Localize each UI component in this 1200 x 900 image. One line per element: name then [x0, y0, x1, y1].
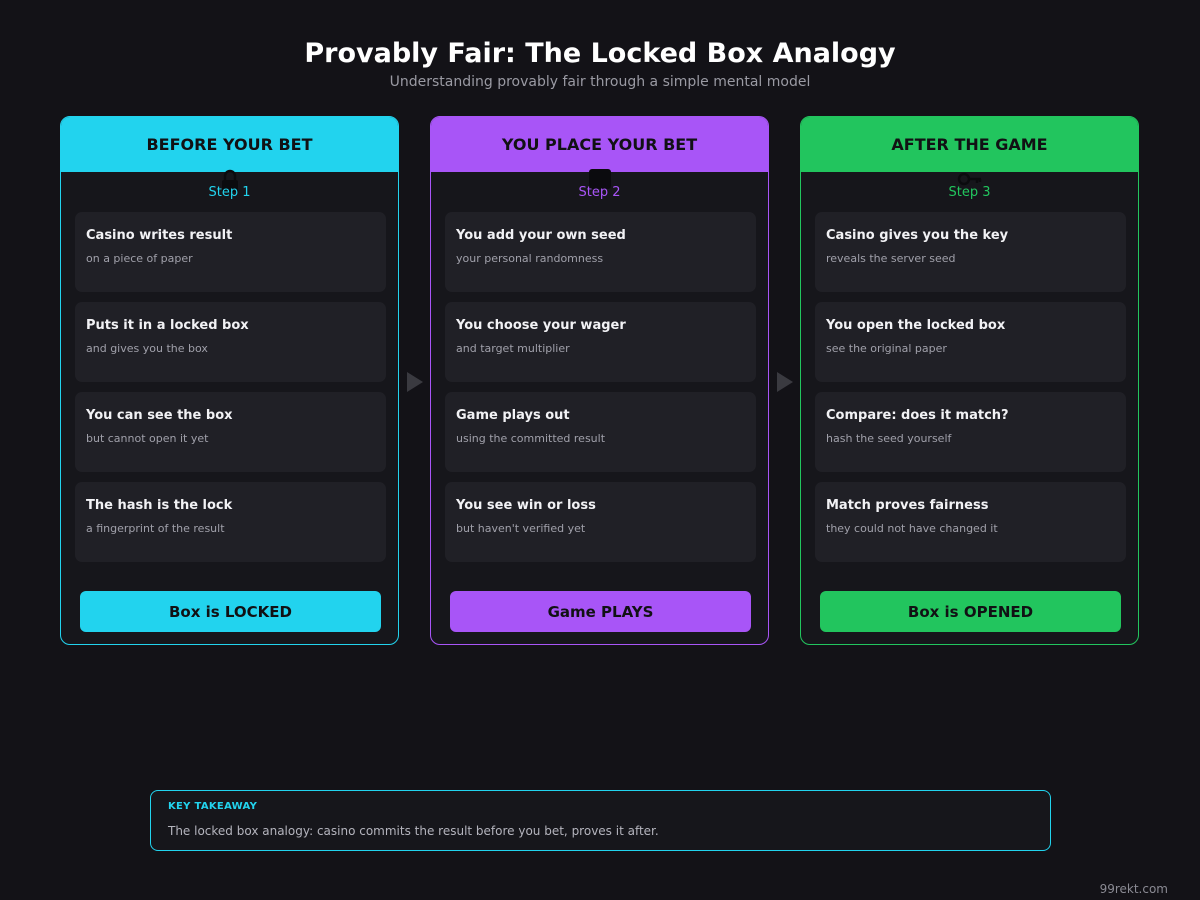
step-label: Step 1	[208, 185, 251, 200]
card-subtitle: but cannot open it yet	[86, 432, 209, 445]
list-item: Match proves fairness they could not hav…	[815, 482, 1126, 562]
box-opened-button[interactable]: Box is OPENED	[820, 591, 1121, 632]
card-subtitle: and gives you the box	[86, 342, 208, 355]
card-subtitle: your personal randomness	[456, 252, 604, 265]
card-title: Compare: does it match?	[826, 408, 1009, 423]
card-title: You can see the box	[86, 408, 233, 423]
panel-header: AFTER THE GAME	[801, 117, 1138, 172]
page-title: Provably Fair: The Locked Box Analogy	[304, 38, 896, 69]
arrow-right-icon	[777, 372, 793, 392]
list-item: You see win or loss but haven't verified…	[445, 482, 756, 562]
panel-place-bet: YOU PLACE YOUR BET Step 2 You add your o…	[430, 116, 769, 645]
arrow-right-icon	[407, 372, 423, 392]
game-plays-button[interactable]: Game PLAYS	[450, 591, 751, 632]
list-item: The hash is the lock a fingerprint of th…	[75, 482, 386, 562]
list-item: Game plays out using the committed resul…	[445, 392, 756, 472]
panel-header: BEFORE YOUR BET	[61, 117, 398, 172]
card-subtitle: reveals the server seed	[826, 252, 956, 265]
key-icon	[957, 169, 983, 193]
card-title: Puts it in a locked box	[86, 318, 249, 333]
card-title: Casino writes result	[86, 228, 233, 243]
list-item: Casino writes result on a piece of paper	[75, 212, 386, 292]
list-item: Compare: does it match? hash the seed yo…	[815, 392, 1126, 472]
die-icon	[588, 169, 612, 195]
panel-after-game: AFTER THE GAME Step 3 Casino gives you t…	[800, 116, 1139, 645]
list-item: You add your own seed your personal rand…	[445, 212, 756, 292]
card-title: Casino gives you the key	[826, 228, 1009, 243]
card-title: You open the locked box	[826, 318, 1006, 333]
key-takeaway-box: KEY TAKEAWAY The locked box analogy: cas…	[150, 790, 1051, 851]
card-subtitle: hash the seed yourself	[826, 432, 952, 445]
card-subtitle: see the original paper	[826, 342, 947, 355]
card-title: You choose your wager	[456, 318, 626, 333]
takeaway-text: The locked box analogy: casino commits t…	[168, 824, 659, 838]
takeaway-label: KEY TAKEAWAY	[168, 801, 258, 812]
step-label: Step 3	[948, 185, 991, 200]
lock-icon	[219, 169, 241, 197]
list-item: You open the locked box see the original…	[815, 302, 1126, 382]
panel-header: YOU PLACE YOUR BET	[431, 117, 768, 172]
list-item: Puts it in a locked box and gives you th…	[75, 302, 386, 382]
card-title: The hash is the lock	[86, 498, 233, 513]
panel-before-bet: BEFORE YOUR BET Step 1 Casino writes res…	[60, 116, 399, 645]
card-title: You add your own seed	[456, 228, 626, 243]
card-subtitle: they could not have changed it	[826, 522, 998, 535]
card-subtitle: using the committed result	[456, 432, 606, 445]
card-subtitle: a fingerprint of the result	[86, 522, 225, 535]
box-locked-button[interactable]: Box is LOCKED	[80, 591, 381, 632]
card-title: Game plays out	[456, 408, 570, 423]
card-title: Match proves fairness	[826, 498, 989, 513]
card-subtitle: but haven't verified yet	[456, 522, 586, 535]
footer-brand[interactable]: 99rekt.com	[1099, 882, 1168, 896]
list-item: You choose your wager and target multipl…	[445, 302, 756, 382]
list-item: You can see the box but cannot open it y…	[75, 392, 386, 472]
list-item: Casino gives you the key reveals the ser…	[815, 212, 1126, 292]
step-label: Step 2	[578, 185, 621, 200]
card-title: You see win or loss	[456, 498, 596, 513]
card-subtitle: on a piece of paper	[86, 252, 193, 265]
card-subtitle: and target multiplier	[456, 342, 570, 355]
page-subtitle: Understanding provably fair through a si…	[389, 74, 811, 90]
